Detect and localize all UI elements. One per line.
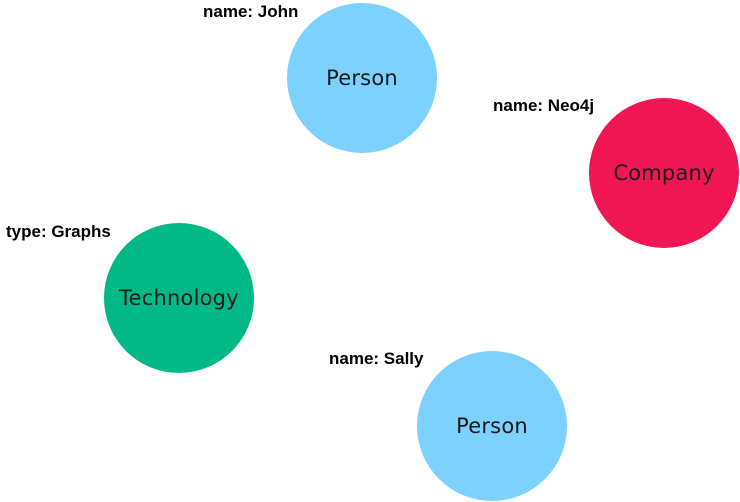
technology-node-graphs[interactable]: Technology xyxy=(104,223,254,373)
node-property-neo4j: name: Neo4j xyxy=(493,96,595,115)
company-node-neo4j[interactable]: Company xyxy=(589,98,739,248)
node-label: Company xyxy=(613,161,715,185)
node-property-graphs: type: Graphs xyxy=(6,222,111,241)
node-label: Person xyxy=(456,414,528,438)
node-property-john: name: John xyxy=(203,2,299,21)
person-node-sally[interactable]: Person xyxy=(417,351,567,501)
node-label: Technology xyxy=(119,286,239,310)
person-node-john[interactable]: Person xyxy=(287,3,437,153)
node-label: Person xyxy=(326,66,398,90)
node-property-sally: name: Sally xyxy=(329,349,424,368)
